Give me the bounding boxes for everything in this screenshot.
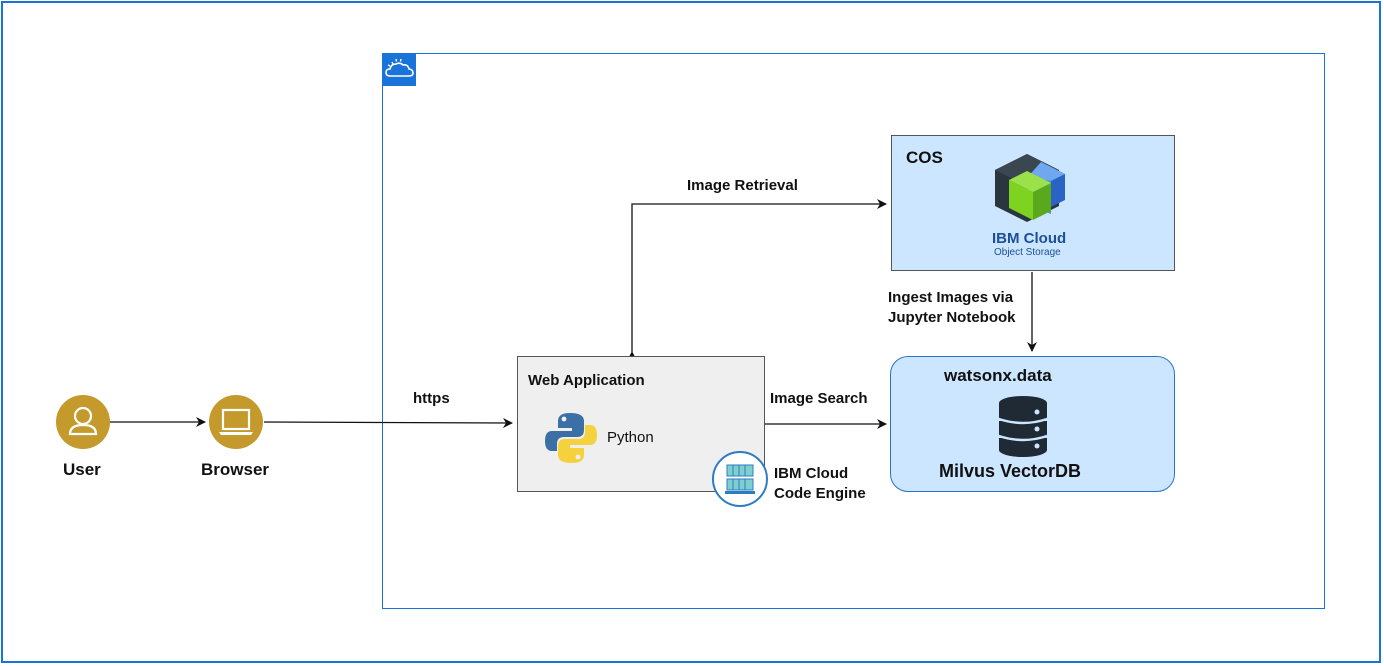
ingest-label-line1: Ingest Images via <box>888 289 1014 306</box>
watsonx-title: watsonx.data <box>944 366 1052 385</box>
ibm-cloud-boundary <box>382 53 1325 609</box>
code-engine-label-line2: Code Engine <box>774 485 866 502</box>
browser-label: Browser <box>201 460 270 479</box>
cos-box: COS IBM Cloud Object Storage <box>891 135 1175 271</box>
image-retrieval-label: Image Retrieval <box>687 177 798 194</box>
ibm-cloud-icon <box>383 54 416 86</box>
python-icon <box>542 409 600 467</box>
milvus-label: Milvus VectorDB <box>939 461 1082 481</box>
python-label: Python <box>607 429 654 446</box>
ingest-label-line2: Jupyter Notebook <box>888 309 1016 326</box>
laptop-icon <box>209 395 263 449</box>
cos-product-line1: IBM Cloud <box>992 230 1067 247</box>
web-application-title: Web Application <box>528 372 645 389</box>
object-storage-icon <box>991 150 1071 230</box>
code-engine-icon <box>712 451 768 507</box>
image-search-label: Image Search <box>770 390 868 407</box>
browser-to-webapp-edge <box>263 417 513 428</box>
user-icon <box>56 395 110 449</box>
user-label: User <box>63 460 101 479</box>
https-label: https <box>413 390 450 407</box>
cos-product-line2: Object Storage <box>994 247 1061 258</box>
image-retrieval-edge <box>627 199 887 361</box>
cos-title: COS <box>906 148 943 167</box>
database-icon <box>996 394 1050 458</box>
watsonx-data-box: watsonx.data Milvus VectorDB <box>890 356 1175 492</box>
code-engine-label-line1: IBM Cloud <box>774 465 849 482</box>
